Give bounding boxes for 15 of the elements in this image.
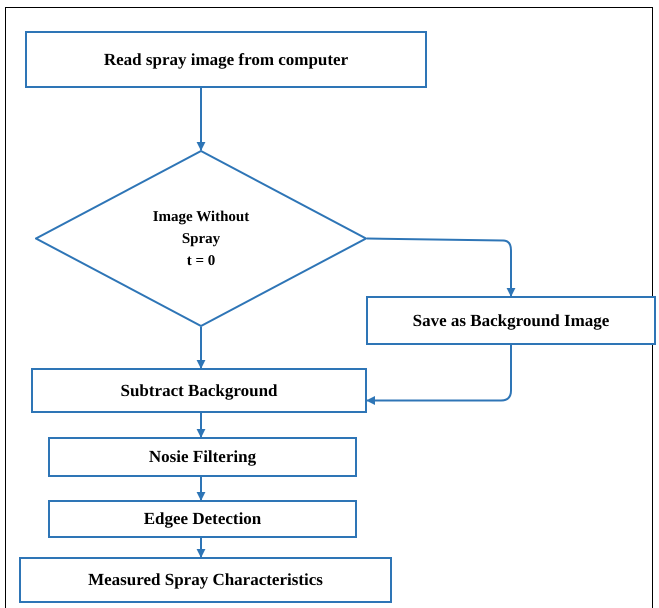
process-box: Measured Spray Characteristics xyxy=(19,557,392,603)
arrow xyxy=(366,345,512,405)
process-box: Nosie Filtering xyxy=(48,437,357,477)
decision-text: t = 0 xyxy=(186,252,216,270)
process-box: Save as Background Image xyxy=(366,296,656,345)
arrow xyxy=(196,413,206,438)
arrow xyxy=(196,327,206,369)
process-box: Edgee Detection xyxy=(48,500,357,538)
process-box: Read spray image from computer xyxy=(25,31,427,88)
arrow xyxy=(196,88,206,151)
decision-diamond xyxy=(35,150,367,327)
arrow xyxy=(366,238,516,297)
arrow xyxy=(196,477,206,501)
arrow xyxy=(196,538,206,558)
process-box: Subtract Background xyxy=(31,368,367,413)
